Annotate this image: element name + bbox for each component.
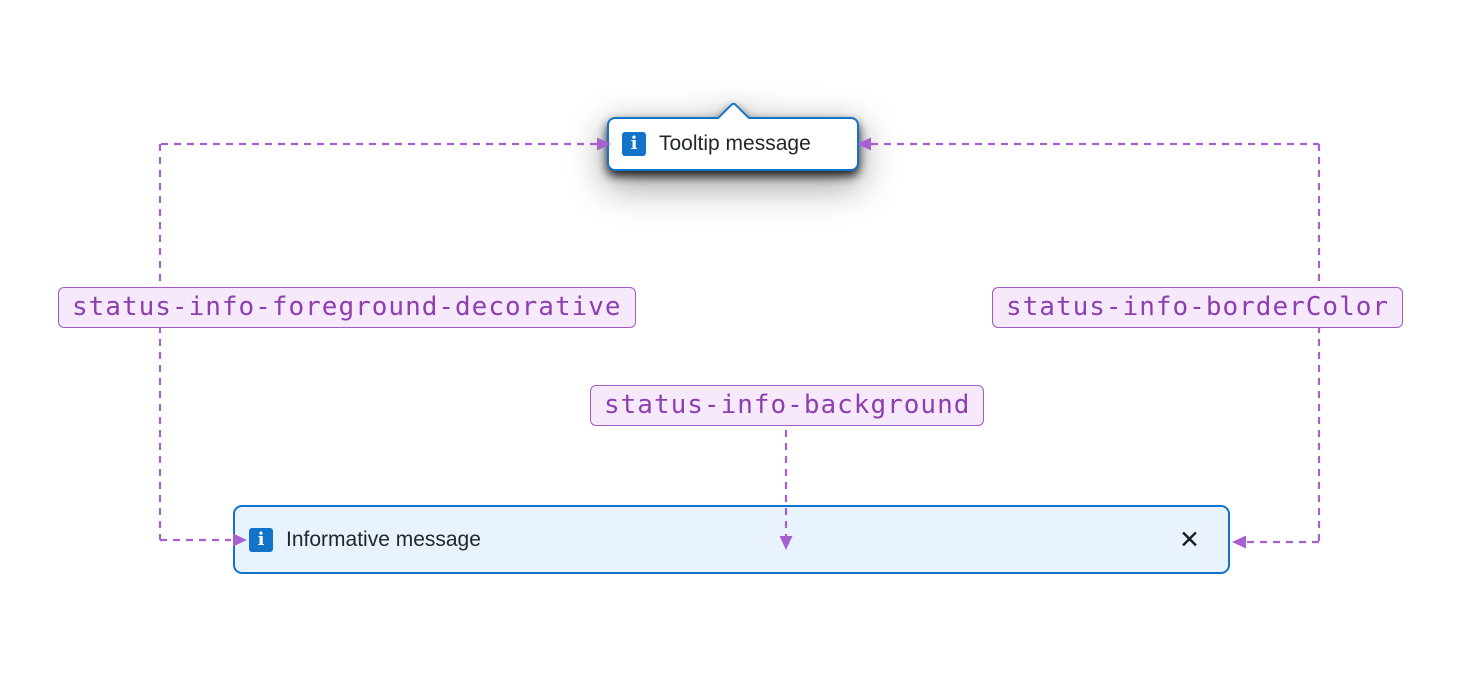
token-status-info-foreground-decorative: status-info-foreground-decorative — [58, 287, 636, 328]
arrowhead-into-tooltip-right — [857, 137, 871, 151]
tooltip-caret — [716, 101, 750, 134]
banner-message: Informative message — [286, 527, 481, 551]
token-status-info-borderColor: status-info-borderColor — [992, 287, 1404, 328]
info-icon: i — [249, 527, 273, 552]
arrowhead-into-banner-right — [1232, 535, 1246, 549]
tooltip: i Tooltip message — [607, 101, 859, 171]
info-banner: i Informative message ✕ — [233, 505, 1230, 574]
tooltip-shadow-wrap: i Tooltip message — [607, 101, 859, 171]
info-icon: i — [622, 132, 646, 156]
close-icon[interactable]: ✕ — [1179, 525, 1200, 554]
tooltip-message: Tooltip message — [659, 132, 811, 155]
token-status-info-background: status-info-background — [590, 385, 985, 426]
